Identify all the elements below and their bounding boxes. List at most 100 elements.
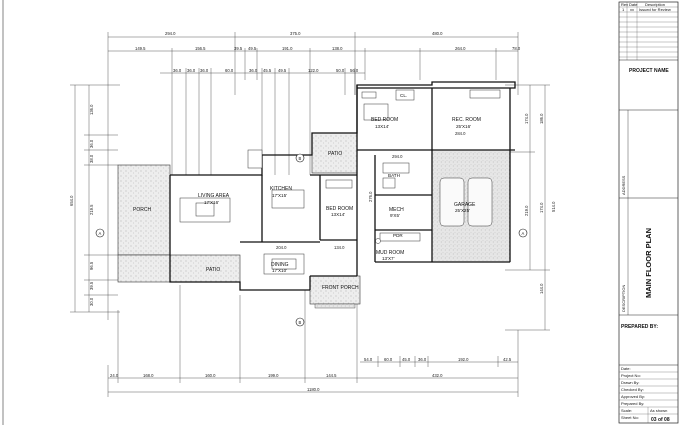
room-bed1-name: BED ROOM xyxy=(371,117,398,123)
dim-top-1: 294.0 xyxy=(165,31,176,36)
room-bed2-name: BED ROOM xyxy=(326,206,353,212)
dim-top-3: 480.0 xyxy=(432,31,443,36)
room-mech-name: MECH xyxy=(389,207,404,213)
dim-top-r2-5: 191.0 xyxy=(282,46,293,51)
dim-left-5: 96.5 xyxy=(89,261,94,270)
title-block-frame xyxy=(618,1,679,424)
dim-bottom-total: 1180.0 xyxy=(307,387,320,392)
room-rec-name: REC. ROOM xyxy=(452,117,481,123)
dim-top-r2-8: 78.0 xyxy=(512,46,521,51)
rev-1-description: Issued for Review xyxy=(639,7,671,12)
dim-top-r3-2: 36.0 xyxy=(187,68,196,73)
dim-top-r3-3: 36.0 xyxy=(200,68,209,73)
dim-lower-right-2: 60.0 xyxy=(384,357,393,362)
room-kitchen-size: 17'X15' xyxy=(272,193,287,198)
room-mud-size: 13'X7' xyxy=(382,256,395,261)
revision-table-grid xyxy=(619,2,678,60)
project-name-label: PROJECT NAME xyxy=(629,68,669,74)
steps xyxy=(314,303,356,309)
section-markers: A A B B xyxy=(95,153,528,327)
dim-right-2: 174.0 xyxy=(539,202,544,213)
dim-right-inner-2: 219.0 xyxy=(524,205,529,216)
dim-top-r2-7: 264.0 xyxy=(455,46,466,51)
dim-inner-3: 204.0 xyxy=(276,245,287,250)
rev-header-rev: Rev xyxy=(621,2,628,7)
room-bed2-size: 13X14' xyxy=(331,212,345,217)
patio-slab xyxy=(117,254,241,283)
info-checked-by-label: Checked By: xyxy=(621,387,644,392)
room-living-size: 17'X16' xyxy=(204,200,219,205)
room-dining-size: 17'X10' xyxy=(272,268,287,273)
dim-inner-5: 276.0 xyxy=(368,191,373,202)
dim-lower-right-3: 45.0 xyxy=(402,357,411,362)
room-bath-name: BATH xyxy=(388,173,400,178)
rev-1-date: xx xyxy=(630,7,634,12)
dim-right-1: 186.0 xyxy=(539,113,544,124)
dim-lower-right-6: 42.5 xyxy=(503,357,512,362)
info-prepared-by-label: Prepared By: xyxy=(621,401,644,406)
rev-1-number: 1 xyxy=(622,7,625,12)
fixtures xyxy=(179,89,501,275)
dim-top-r3-1: 36.0 xyxy=(173,68,182,73)
dim-left-3: 38.0 xyxy=(89,154,94,163)
dim-left-4: 219.5 xyxy=(89,204,94,215)
dim-right-inner-1: 174.0 xyxy=(524,113,529,124)
dim-top-2: 375.0 xyxy=(290,31,301,36)
dim-top-r3-10: 56.0 xyxy=(350,68,359,73)
room-bed1-size: 13X14' xyxy=(375,124,389,129)
dim-left-1: 136.0 xyxy=(89,104,94,115)
room-patio-top-name: PATIO xyxy=(328,151,342,157)
dim-top-r3-4: 60.0 xyxy=(225,68,234,73)
dim-right-total: 514.0 xyxy=(551,201,556,212)
dim-bottom-1: 24.0 xyxy=(110,373,119,378)
room-front-porch-name: FRONT PORCH xyxy=(322,285,359,291)
dim-top-r3-8: 122.0 xyxy=(308,68,319,73)
dim-lower-right-1: 54.0 xyxy=(364,357,373,362)
dim-top-r3-6: 45.5 xyxy=(263,68,272,73)
room-pdr-name: PDR xyxy=(393,233,403,238)
room-cl-name: CL. xyxy=(400,93,407,98)
dim-bottom-2: 168.0 xyxy=(143,373,154,378)
section-marker-a-right: A xyxy=(522,231,525,236)
room-garage-size: 25'X25' xyxy=(455,208,470,213)
dim-inner-2: 284.0 xyxy=(455,131,466,136)
dim-top-r2-1: 149.5 xyxy=(135,46,146,51)
info-project-no-label: Project No: xyxy=(621,373,641,378)
scale-label: Scale: xyxy=(621,408,632,413)
left-dimensions: 136.0 36.0 38.0 219.5 96.5 39.5 30.0 654… xyxy=(69,104,94,306)
sheet-no-value: 03 of 08 xyxy=(651,417,670,423)
inner-dimensions: 294.0 284.0 204.0 134.0 276.0 xyxy=(276,131,466,250)
dim-top-r2-3: 39.5 xyxy=(234,46,243,51)
dim-top-r3-7: 49.5 xyxy=(278,68,287,73)
dim-bottom-5: 144.5 xyxy=(326,373,337,378)
dim-right-3: 144.0 xyxy=(539,283,544,294)
room-garage-name: GARAGE xyxy=(454,202,476,208)
car-right xyxy=(467,177,493,227)
dim-left-total: 654.0 xyxy=(69,195,74,206)
info-table-grid xyxy=(619,371,678,423)
dim-top-r3-9: 50.0 xyxy=(336,68,345,73)
walls xyxy=(169,81,516,291)
dim-top-r3-5: 36.0 xyxy=(249,68,258,73)
dim-lower-right-5: 192.0 xyxy=(458,357,469,362)
dim-inner-1: 294.0 xyxy=(392,154,403,159)
description-label: DESCRIPTION xyxy=(621,285,626,312)
section-marker-b-top: B xyxy=(299,156,302,161)
dim-top-r2-4: 49.5 xyxy=(248,46,257,51)
dim-bottom-6: 432.0 xyxy=(432,373,443,378)
rev-header-description: Description xyxy=(645,2,665,7)
dim-left-7: 30.0 xyxy=(89,297,94,306)
room-mech-size: 9'X5' xyxy=(390,213,400,218)
room-dining-name: DINING xyxy=(271,262,289,268)
prepared-by-label: PREPARED BY: xyxy=(621,324,658,330)
right-dimensions: 186.0 174.0 144.0 174.0 219.0 514.0 xyxy=(524,113,556,294)
address-label: ADDRESS xyxy=(621,175,626,195)
info-approved-by-label: Approved By: xyxy=(621,394,645,399)
dim-inner-4: 134.0 xyxy=(334,245,345,250)
patio-top-slab xyxy=(311,132,358,174)
bottom-dimensions: 24.0 168.0 160.0 199.0 144.5 432.0 1180.… xyxy=(110,357,512,392)
room-mud-name: MUD ROOM xyxy=(376,250,404,256)
top-dimensions: 294.0 375.0 480.0 149.5 156.5 39.5 49.5 … xyxy=(135,31,521,73)
